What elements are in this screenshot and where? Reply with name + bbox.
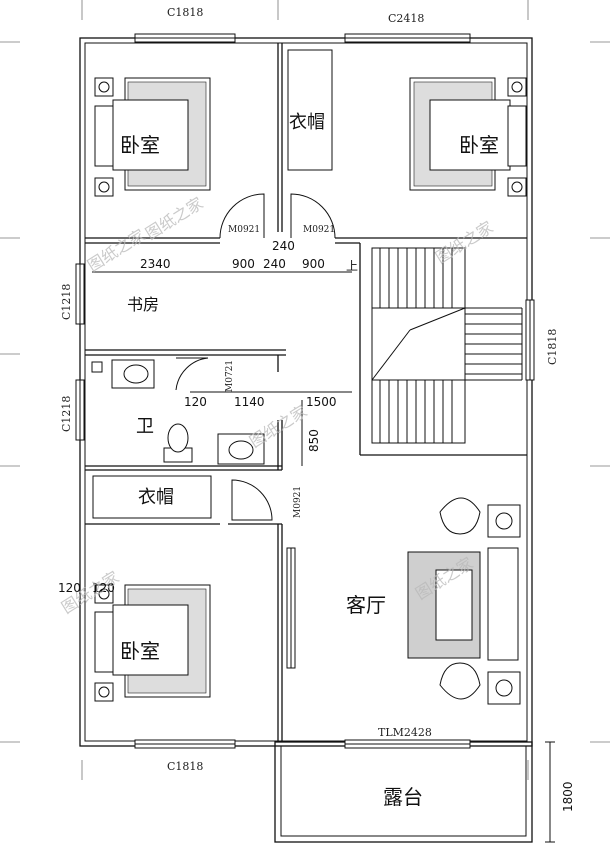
dim-240-top: 240 — [272, 239, 295, 253]
window-label-bottom-left: C1818 — [167, 760, 203, 773]
sofa-set — [407, 497, 521, 705]
watermark: 图纸之家 — [142, 193, 206, 243]
window-marks — [75, 33, 535, 749]
bed-top-right — [409, 77, 527, 197]
dim-1500: 1500 — [306, 395, 337, 409]
stair-treads — [379, 248, 522, 443]
dim-2340: 2340 — [140, 257, 171, 271]
dimension-lines — [92, 271, 555, 843]
closet-units — [92, 49, 333, 519]
dim-120-left: 120 — [58, 581, 81, 595]
bathroom-fixtures — [91, 359, 265, 465]
room-label-terrace: 露台 — [383, 785, 423, 809]
watermark: 图纸之家 — [432, 217, 496, 267]
bed-top-left — [94, 77, 211, 197]
door-swings — [175, 193, 336, 521]
staircase — [371, 247, 523, 444]
axis-lines — [0, 0, 610, 780]
dim-900-left: 900 — [232, 257, 255, 271]
dim-900-right: 900 — [302, 257, 325, 271]
room-label-living-room: 客厅 — [346, 593, 386, 617]
door-label-bed-bottom: M0921 — [293, 486, 303, 518]
dim-1800: 1800 — [561, 781, 575, 812]
dim-1140: 1140 — [234, 395, 265, 409]
dim-120-right: 120 — [92, 581, 115, 595]
room-label-bedroom-bottom: 卧室 — [120, 639, 160, 663]
dim-850: 850 — [307, 429, 321, 452]
room-label-study: 书房 — [127, 295, 159, 314]
dim-240: 240 — [263, 257, 286, 271]
door-label-bath: M0721 — [225, 360, 235, 392]
window-label-study-left: C1218 — [60, 284, 73, 320]
interior-walls — [85, 43, 527, 741]
room-label-bedroom-top-right: 卧室 — [459, 133, 499, 157]
room-label-bedroom-top-left: 卧室 — [120, 133, 160, 157]
window-label-bath-left: C1218 — [60, 396, 73, 432]
watermark: 图纸之家 — [84, 225, 148, 275]
window-label-top-left: C1818 — [167, 6, 203, 19]
window-label-stair-right: C1818 — [546, 329, 559, 365]
door-label-bed-left: M0921 — [228, 225, 260, 235]
bed-bottom — [94, 584, 211, 702]
room-label-bathroom: 卫 — [136, 416, 154, 437]
window-label-bottom-door: TLM2428 — [378, 726, 432, 739]
door-label-bed-right: M0921 — [303, 225, 335, 235]
stair-up-label: 上 — [346, 259, 358, 273]
room-label-closet-mid: 衣帽 — [138, 487, 174, 508]
dim-120-bath: 120 — [184, 395, 207, 409]
window-label-top-right: C2418 — [388, 12, 424, 25]
room-label-closet-top: 衣帽 — [289, 112, 325, 133]
